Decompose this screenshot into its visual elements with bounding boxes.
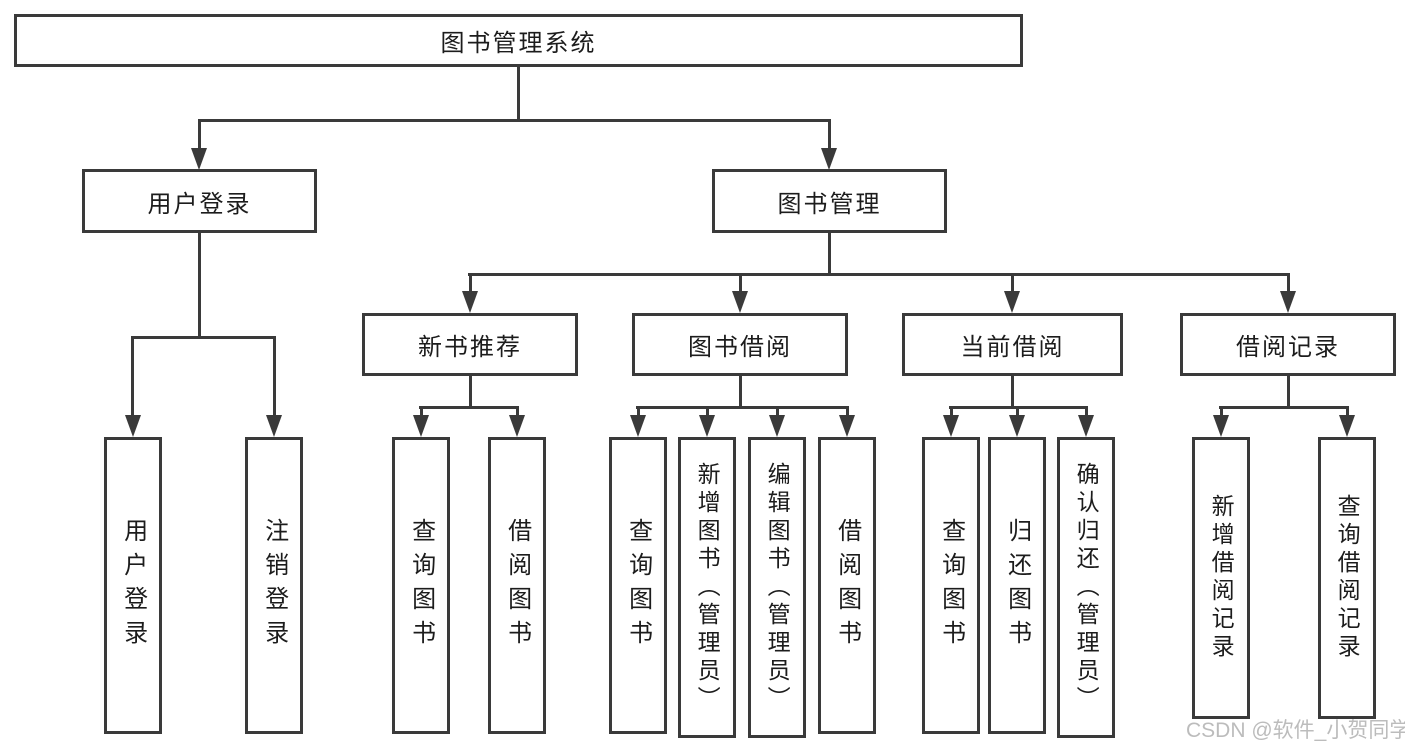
leaf-recommend-query-books: 查询图书 xyxy=(392,437,450,734)
node-book-borrow: 图书借阅 xyxy=(632,313,848,376)
leaf-borrow-borrow-books: 借阅图书 xyxy=(818,437,876,734)
leaf-add-borrow-record: 新增借阅记录 xyxy=(1192,437,1250,719)
connector-arrow-down xyxy=(699,415,715,437)
connector-line xyxy=(420,406,423,415)
connector-arrow-down xyxy=(266,415,282,437)
leaf-label: 查询图书 xyxy=(407,517,435,654)
leaf-return-books: 归还图书 xyxy=(988,437,1046,734)
leaf-logout: 注销登录 xyxy=(245,437,303,734)
connector-line xyxy=(1287,376,1290,407)
connector-arrow-down xyxy=(1213,415,1229,437)
connector-line xyxy=(950,406,953,415)
leaf-label: 用户登录 xyxy=(119,517,147,654)
connector-line xyxy=(468,273,1290,276)
connector-arrow-down xyxy=(1339,415,1355,437)
node-borrow-records: 借阅记录 xyxy=(1180,313,1396,376)
connector-arrow-down xyxy=(630,415,646,437)
connector-arrow-down xyxy=(1078,415,1094,437)
connector-line xyxy=(1085,406,1088,415)
node-label: 图书管理 xyxy=(777,190,882,218)
leaf-label: 确认归还（管理员） xyxy=(1073,461,1100,714)
connector-line xyxy=(517,67,520,120)
node-label: 图书管理系统 xyxy=(440,30,597,57)
connector-line xyxy=(1011,376,1014,407)
connector-line xyxy=(198,119,201,148)
leaf-current-query-books: 查询图书 xyxy=(922,437,980,734)
node-label: 借阅记录 xyxy=(1236,334,1340,361)
connector-arrow-down xyxy=(509,415,525,437)
leaf-borrow-query-books: 查询图书 xyxy=(609,437,667,734)
connector-line xyxy=(1287,273,1290,292)
connector-line xyxy=(706,406,709,415)
connector-arrow-down xyxy=(769,415,785,437)
connector-line xyxy=(419,406,519,409)
connector-line xyxy=(828,119,831,148)
connector-line xyxy=(636,406,849,409)
node-book-management: 图书管理 xyxy=(712,169,947,233)
node-label: 图书借阅 xyxy=(688,334,792,361)
connector-line xyxy=(469,376,472,407)
connector-arrow-down xyxy=(943,415,959,437)
node-user-login: 用户登录 xyxy=(82,169,317,233)
csdn-watermark: CSDN @软件_小贺同学 xyxy=(1186,719,1405,742)
node-label: 当前借阅 xyxy=(960,334,1065,361)
connector-line xyxy=(131,336,276,339)
leaf-label: 新增借阅记录 xyxy=(1208,494,1235,662)
connector-line xyxy=(273,336,276,415)
leaf-label: 编辑图书（管理员） xyxy=(764,461,791,714)
node-current-borrow: 当前借阅 xyxy=(902,313,1123,376)
connector-line xyxy=(198,233,201,336)
connector-arrow-down xyxy=(413,415,429,437)
connector-line xyxy=(198,119,831,122)
leaf-label: 查询图书 xyxy=(624,517,652,654)
connector-line xyxy=(1011,273,1014,292)
leaf-label: 查询图书 xyxy=(937,517,965,654)
connector-arrow-down xyxy=(462,291,478,313)
connector-line xyxy=(131,336,134,415)
connector-line xyxy=(516,406,519,415)
connector-arrow-down xyxy=(1009,415,1025,437)
connector-arrow-down xyxy=(125,415,141,437)
connector-line xyxy=(739,273,742,292)
leaf-add-books-admin: 新增图书（管理员） xyxy=(678,437,736,738)
connector-arrow-down xyxy=(732,291,748,313)
connector-line xyxy=(846,406,849,415)
leaf-label: 借阅图书 xyxy=(503,517,531,654)
connector-line xyxy=(828,233,831,274)
leaf-edit-books-admin: 编辑图书（管理员） xyxy=(748,437,806,738)
connector-arrow-down xyxy=(1280,291,1296,313)
connector-line xyxy=(739,376,742,407)
connector-line xyxy=(1346,406,1349,415)
connector-line xyxy=(1016,406,1019,415)
leaf-label: 归还图书 xyxy=(1003,517,1031,654)
connector-line xyxy=(469,273,472,292)
node-new-book-recommend: 新书推荐 xyxy=(362,313,578,376)
connector-line xyxy=(776,406,779,415)
leaf-label: 新增图书（管理员） xyxy=(694,461,721,714)
leaf-recommend-borrow-books: 借阅图书 xyxy=(488,437,546,734)
leaf-query-borrow-record: 查询借阅记录 xyxy=(1318,437,1376,719)
node-label: 新书推荐 xyxy=(418,334,522,361)
leaf-confirm-return-admin: 确认归还（管理员） xyxy=(1057,437,1115,738)
connector-line xyxy=(1219,406,1349,409)
connector-line xyxy=(1220,406,1223,415)
leaf-label: 借阅图书 xyxy=(833,517,861,654)
leaf-user-login: 用户登录 xyxy=(104,437,162,734)
leaf-label: 注销登录 xyxy=(260,517,288,654)
node-label: 用户登录 xyxy=(147,190,252,218)
connector-arrow-down xyxy=(191,148,207,170)
leaf-label: 查询借阅记录 xyxy=(1334,494,1361,662)
node-library-system: 图书管理系统 xyxy=(14,14,1023,67)
connector-arrow-down xyxy=(1004,291,1020,313)
connector-arrow-down xyxy=(821,148,837,170)
connector-line xyxy=(637,406,640,415)
connector-arrow-down xyxy=(839,415,855,437)
